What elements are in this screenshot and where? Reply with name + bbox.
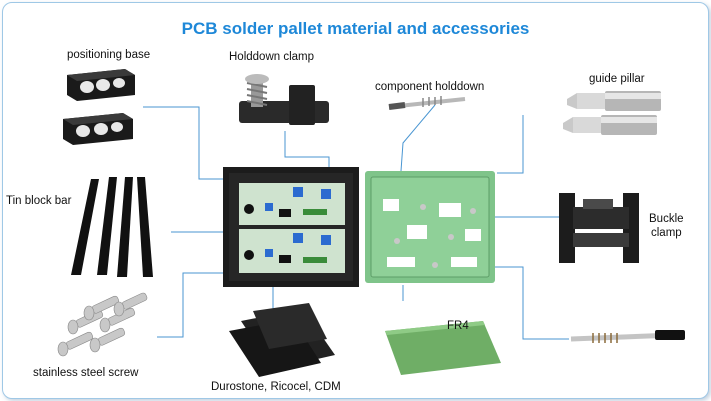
leader-line-positioning-base [143,106,235,180]
durostone-sheets-image [229,303,335,377]
illustration [57,69,685,377]
leader-line-spring-pin [495,266,569,340]
leader-line-guide-pillar [497,115,524,174]
label-clamp: clamp [651,227,682,239]
green-pallet-image [365,171,495,283]
label-fr4: FR4 [447,320,469,332]
label-holddown-clamp: Holddown clamp [229,51,315,63]
fr4-board-image [385,321,501,375]
tin-block-bar-image [71,177,153,277]
spring-pin-image [570,330,685,343]
label-guide-pillar: guide pillar [589,73,645,85]
holddown-clamp-image [239,74,329,125]
buckle-clamp-image [559,193,639,263]
guide-pillar-image [563,91,661,135]
page-title: PCB solder pallet material and accessori… [181,19,530,38]
label-buckle: Buckle [649,213,684,225]
positioning-base-image [63,69,135,145]
leader-line-screw [157,272,225,338]
leader-line-component-holddown [400,104,436,172]
label-component-holddown: component holddown [375,81,485,93]
black-pallet-image [223,167,359,287]
label-positioning-base: positioning base [67,49,151,61]
stainless-steel-screw-image [57,292,148,357]
label-stainless-steel-screw: stainless steel screw [33,367,139,379]
label-tin-block-bar: Tin block bar [6,195,72,207]
label-durostone: Durostone, Ricocel, CDM [211,381,341,393]
component-holddown-image [388,96,466,110]
leader-lines [143,104,569,340]
